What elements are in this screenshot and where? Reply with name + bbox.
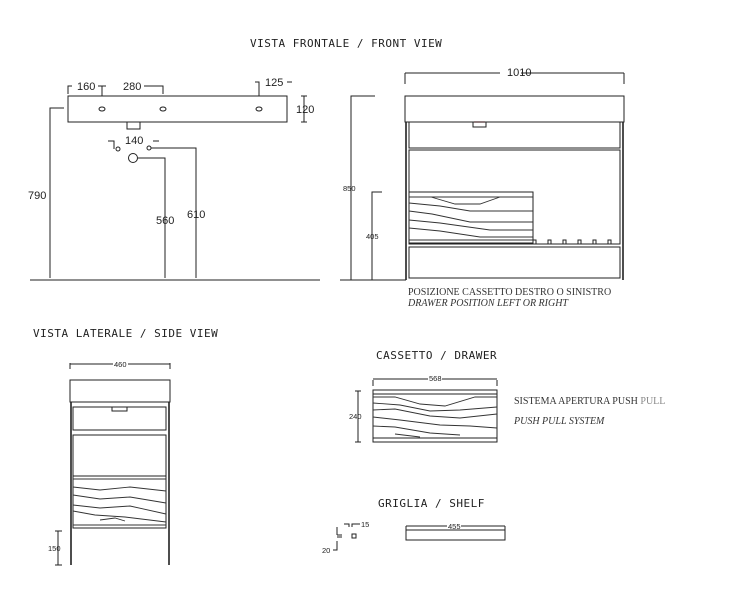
dim-455: 455 xyxy=(448,522,461,531)
front-view-title: VISTA FRONTALE / FRONT VIEW xyxy=(250,37,442,50)
dim-460: 460 xyxy=(114,360,127,369)
dim-140: 140 xyxy=(125,135,143,147)
dim-850: 850 xyxy=(343,184,356,193)
front-basin-elevation: 160 280 125 120 140 790 560 610 xyxy=(28,77,320,281)
dim-280: 280 xyxy=(123,81,141,93)
drawer-title: CASSETTO / DRAWER xyxy=(376,349,497,362)
dim-125: 125 xyxy=(265,77,283,89)
shelf-title: GRIGLIA / SHELF xyxy=(378,497,485,510)
dim-1010: 1010 xyxy=(507,67,531,79)
drawer-detail: 568 240 xyxy=(349,374,498,443)
shelf-detail: 15 20 455 xyxy=(322,520,506,555)
dim-120: 120 xyxy=(296,104,314,116)
push-pull-note-en: PUSH PULL SYSTEM xyxy=(513,416,605,427)
push-pull-note-it: SISTEMA APERTURA PUSH PULL xyxy=(514,396,665,407)
front-cabinet-elevation: 1010 850 405 xyxy=(340,67,625,281)
dim-790: 790 xyxy=(28,190,46,202)
drawer-position-note-it: POSIZIONE CASSETTO DESTRO O SINISTRO xyxy=(408,287,611,298)
dim-560: 560 xyxy=(156,215,174,227)
dim-160: 160 xyxy=(77,81,95,93)
dim-150: 150 xyxy=(48,544,61,553)
dim-15: 15 xyxy=(361,520,369,529)
dim-568: 568 xyxy=(429,374,442,383)
dim-20: 20 xyxy=(322,546,330,555)
side-view-title: VISTA LATERALE / SIDE VIEW xyxy=(33,327,218,340)
side-view: 460 150 xyxy=(48,360,171,566)
dim-240: 240 xyxy=(349,412,362,421)
drawer-position-note-en: DRAWER POSITION LEFT OR RIGHT xyxy=(407,298,569,309)
dim-610: 610 xyxy=(187,209,205,221)
dim-405: 405 xyxy=(366,232,379,241)
